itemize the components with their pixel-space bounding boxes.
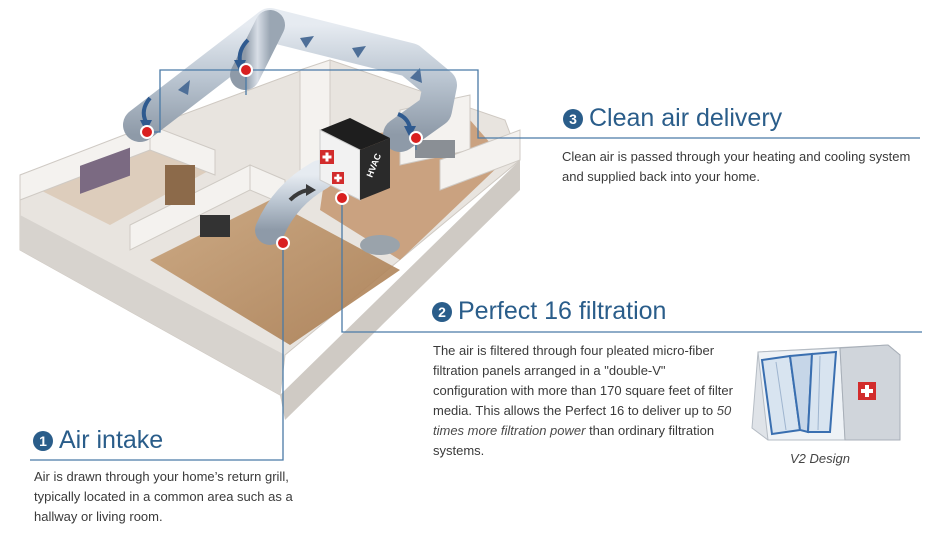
product-caption: V2 Design [790, 451, 850, 466]
swiss-cross-icon [320, 150, 334, 164]
swiss-cross-icon [858, 382, 876, 400]
description-text: The air is filtered through four pleated… [433, 343, 733, 418]
product-image [751, 344, 901, 441]
step-title: Air intake [59, 426, 164, 454]
step-1-description: Air is drawn through your home’s return … [34, 469, 293, 524]
furniture [80, 140, 455, 255]
step-2-description: The air is filtered through four pleated… [433, 341, 733, 461]
step-3-description: Clean air is passed through your heating… [562, 149, 911, 184]
hvac-unit: HVAC [319, 118, 390, 201]
step-3-heading: 3 Clean air delivery [563, 104, 782, 133]
interior-walls [19, 59, 521, 251]
step-number-badge: 3 [563, 108, 583, 129]
description-emphasis: 50 times more filtration power [433, 403, 732, 438]
description-text: than ordinary filtration systems. [433, 423, 715, 458]
step-title: Perfect 16 filtration [458, 297, 667, 325]
step-number-badge: 2 [432, 301, 452, 322]
red-marker-icon [140, 63, 423, 250]
step-2-heading: 2 Perfect 16 filtration [432, 297, 666, 326]
step-title: Clean air delivery [589, 104, 783, 132]
swiss-cross-icon [332, 172, 344, 184]
step-number-badge: 1 [33, 430, 53, 451]
step-1-heading: 1 Air intake [33, 426, 163, 455]
leader-lines [30, 69, 922, 461]
